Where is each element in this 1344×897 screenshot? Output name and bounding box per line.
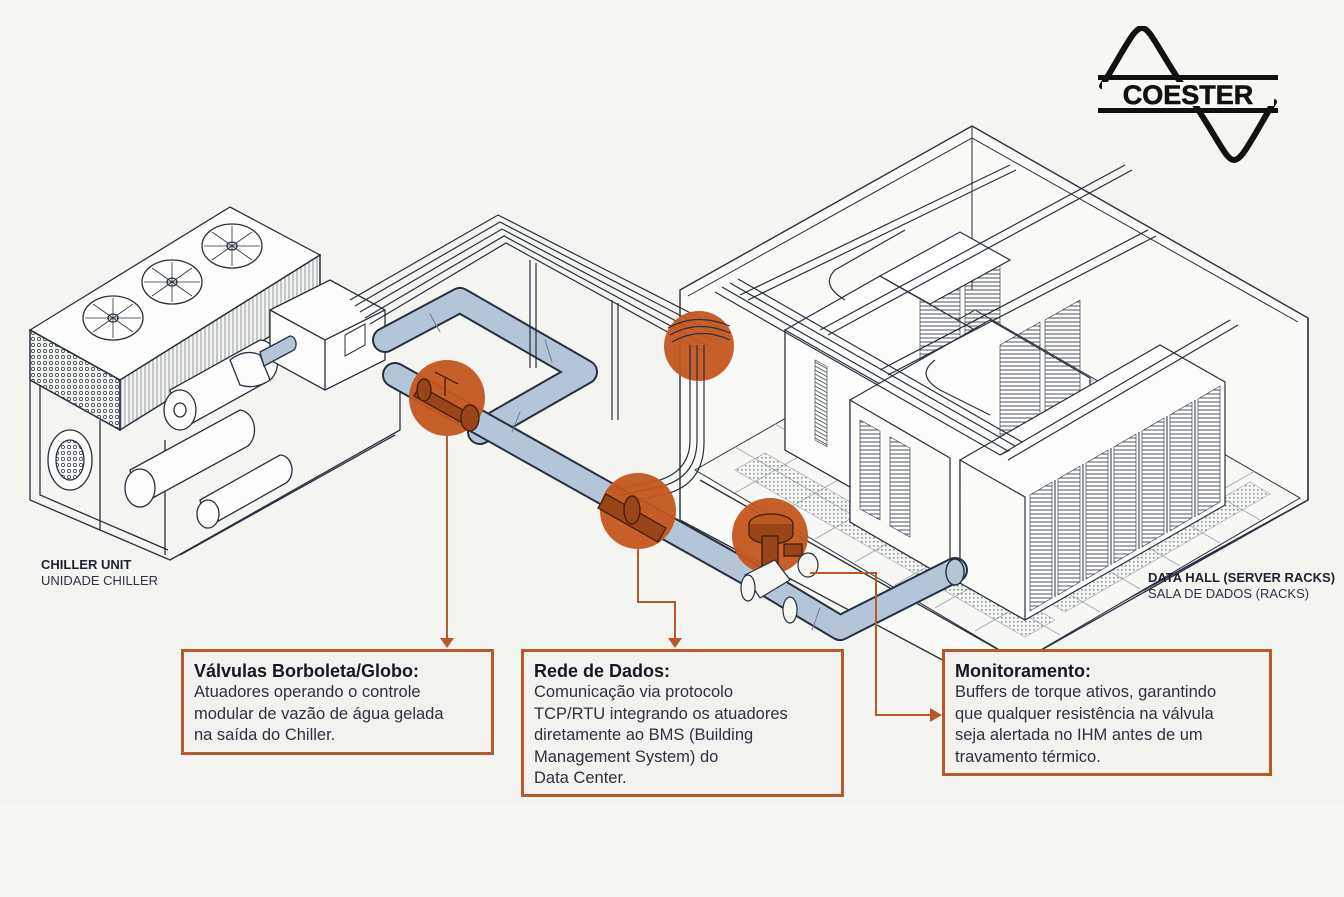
callout-monitoring-line: Buffers de torque ativos, garantindo xyxy=(955,683,1217,701)
callout-network-line: TCP/RTU integrando os atuadores xyxy=(534,704,788,723)
connector-network xyxy=(637,549,676,640)
highlight-network-flange xyxy=(597,473,676,549)
data-hall-label: DATA HALL (SERVER RACKS) SALA DE DADOS (… xyxy=(1148,570,1335,602)
callout-monitoring: Monitoramento: Buffers de torque ativos,… xyxy=(942,649,1272,776)
callout-network-line: Data Center. xyxy=(534,769,627,787)
callout-monitoring-line: que qualquer resistência na válvula xyxy=(955,704,1214,723)
highlight-motorized-actuator xyxy=(732,498,819,624)
chiller-label-en: CHILLER UNIT xyxy=(41,557,132,572)
callout-valves-line: modular de vazão de água gelada xyxy=(194,704,444,723)
connector-lines xyxy=(446,436,932,716)
chiller-unit xyxy=(28,206,401,561)
callout-valves-line: na saída do Chiller. xyxy=(194,726,336,744)
gate-valve-icon xyxy=(413,371,480,432)
server-racks xyxy=(784,231,1226,622)
sine-wave-logo-icon: COESTER xyxy=(1098,24,1278,164)
callout-network-line: Management System) do xyxy=(534,747,719,766)
callout-valves-title: Válvulas Borboleta/Globo: xyxy=(194,661,420,681)
connector-monitoring xyxy=(810,572,932,716)
data-hall-label-en: DATA HALL (SERVER RACKS) xyxy=(1148,570,1336,585)
cable-trays xyxy=(714,164,1239,461)
chiller-label: CHILLER UNIT UNIDADE CHILLER xyxy=(41,557,158,589)
coester-logo: COESTER xyxy=(1096,24,1280,164)
callout-network-line: diretamente ao BMS (Building xyxy=(534,726,754,744)
callout-monitoring-line: seja alertada no IHM antes de um xyxy=(955,726,1203,744)
chiller-label-pt: UNIDADE CHILLER xyxy=(41,573,159,588)
callout-network-line: Comunicação via protocolo xyxy=(534,683,734,701)
callout-valves: Válvulas Borboleta/Globo: Atuadores oper… xyxy=(181,649,494,755)
arrow-network xyxy=(668,638,682,648)
data-hall-label-pt: SALA DE DADOS (RACKS) xyxy=(1148,586,1310,601)
arrow-valve xyxy=(440,638,454,648)
highlight-butterfly-globe-valve xyxy=(409,360,485,436)
arrow-monitoring xyxy=(930,708,942,722)
highlight-cable-tray-junction xyxy=(664,311,734,381)
chilled-water-pipes xyxy=(372,287,968,641)
actuator-valve-icon xyxy=(740,513,819,624)
callout-valves-line: Atuadores operando o controle xyxy=(194,683,421,701)
cable-run xyxy=(349,214,721,503)
callout-monitoring-title: Monitoramento: xyxy=(955,661,1091,681)
callout-data-network: Rede de Dados: Comunicação via protocolo… xyxy=(521,649,844,797)
callout-monitoring-line: travamento térmico. xyxy=(955,747,1101,766)
flange-icon xyxy=(597,493,667,543)
cable-bundle-icon xyxy=(667,318,731,380)
callout-network-title: Rede de Dados: xyxy=(534,661,671,681)
logo-text: COESTER xyxy=(1123,80,1254,110)
